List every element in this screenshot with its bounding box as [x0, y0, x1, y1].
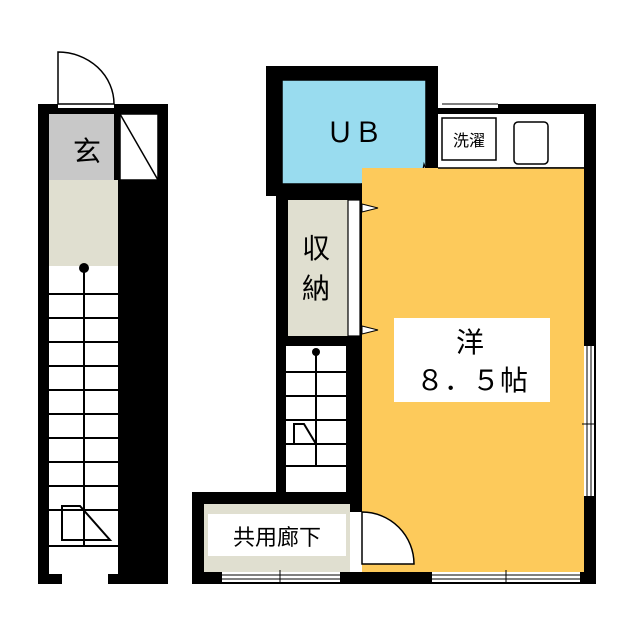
western-room-size: ８．５帖 [416, 364, 528, 397]
laundry-pan [441, 117, 497, 161]
laundry-label: 洗濯 [453, 131, 485, 150]
shared-hallway-label-box [208, 514, 346, 556]
entrance-label: 玄 [73, 135, 101, 168]
storage-label-1: 収 [302, 232, 330, 265]
upper-floor-section: ＵＢ 洗濯 洋 ８．５帖 収 納 [192, 66, 596, 584]
entrance-door-swing [57, 51, 115, 105]
bath-label: ＵＢ [326, 116, 382, 149]
entrance-floor [49, 114, 114, 180]
bottom-window-left [222, 570, 340, 584]
stair-arrow-icon [61, 505, 113, 541]
kitchen-sink [513, 121, 549, 165]
lower-hall-floor [49, 180, 118, 266]
side-window [582, 346, 596, 496]
western-room-label-box [394, 318, 550, 402]
bottom-window-right [432, 570, 580, 584]
storage-closet [288, 200, 348, 336]
lower-floor-section: 玄 [38, 51, 168, 584]
storage-door [347, 199, 361, 337]
shared-hallway-label: 共用廊下 [233, 526, 321, 551]
stair-start-dot [79, 263, 89, 273]
western-room-label: 洋 [456, 326, 484, 359]
upper-stair-dot [312, 348, 320, 356]
upper-stair-arrow-icon [293, 423, 318, 445]
unit-bath [281, 79, 427, 185]
storage-label-2: 納 [302, 272, 330, 305]
room-door-swing [361, 511, 415, 565]
